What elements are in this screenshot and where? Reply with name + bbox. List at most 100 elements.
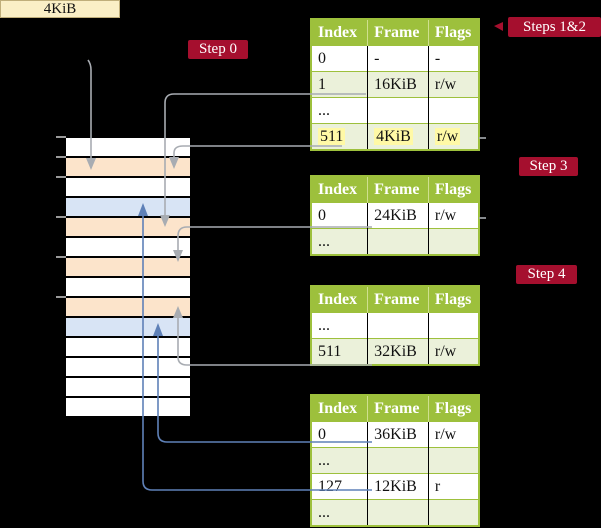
- column-header: Flags: [428, 286, 479, 313]
- table-cell: 16KiB: [367, 71, 429, 98]
- column-header: Flags: [428, 395, 479, 422]
- column-header: Index: [311, 286, 369, 313]
- table-cell: ...: [311, 97, 369, 124]
- cell-text: 16KiB: [374, 75, 417, 93]
- steps12-pointer-stub: [494, 22, 503, 31]
- table-row: ...: [311, 97, 479, 124]
- cell-text: r/w: [434, 75, 457, 93]
- table-row: ...: [311, 499, 479, 526]
- column-header: Frame: [367, 395, 429, 422]
- badge-step-3: Step 3: [519, 157, 578, 176]
- column-header: Frame: [367, 176, 429, 203]
- table-cell: 0: [311, 45, 369, 72]
- cell-text: 511: [318, 127, 346, 145]
- memory-row-free: [66, 398, 190, 416]
- tick-mark: [56, 216, 66, 218]
- cell-text: 36KiB: [374, 425, 417, 443]
- table-cell: [428, 312, 479, 339]
- column-header: Frame: [367, 286, 429, 313]
- table-cell: ...: [311, 499, 369, 526]
- badge-step-3-label: Step 3: [529, 158, 568, 174]
- table-cell: r: [428, 473, 479, 500]
- table-cell: [367, 228, 429, 255]
- cell-text: 0: [318, 425, 326, 443]
- badge-step-4-label: Step 4: [527, 266, 566, 282]
- table-cell: 127: [311, 473, 369, 500]
- tick-mark: [56, 176, 66, 178]
- cell-text: -: [434, 49, 441, 67]
- tick-mark: [56, 296, 66, 298]
- cell-text: r/w: [434, 425, 457, 443]
- table-row: 0 36KiB r/w: [311, 421, 479, 448]
- tick-mark: [56, 156, 66, 158]
- cell-text: ...: [318, 316, 330, 334]
- table-row: ...: [311, 228, 479, 255]
- table-cell: 511: [311, 338, 369, 365]
- tick-mark: [56, 136, 66, 138]
- cell-text: ...: [318, 232, 330, 250]
- column-header: Index: [311, 19, 369, 46]
- memory-row-pagetable: [66, 158, 190, 176]
- frame-size-text: 4KiB: [43, 0, 77, 17]
- table-cell: [428, 228, 479, 255]
- memory-row-free: [66, 358, 190, 376]
- table-row: ...: [311, 447, 479, 474]
- cell-text: ...: [318, 101, 330, 119]
- badge-steps-1-2: Steps 1&2: [508, 17, 601, 37]
- table-cell: r/w: [428, 421, 479, 448]
- table-cell: -: [367, 45, 429, 72]
- column-header: Flags: [428, 176, 479, 203]
- physical-memory-column: [66, 136, 190, 416]
- table-cell: 0: [311, 202, 369, 229]
- table-cell: 32KiB: [367, 338, 429, 365]
- column-header: Flags: [428, 19, 479, 46]
- column-header: Frame: [367, 19, 429, 46]
- cell-text: 24KiB: [374, 206, 417, 224]
- memory-row-pagetable: [66, 298, 190, 316]
- memory-row-free: [66, 278, 190, 296]
- cell-text: 0: [318, 206, 326, 224]
- table-cell: [428, 499, 479, 526]
- table-cell: -: [428, 45, 479, 72]
- cell-text: 32KiB: [374, 342, 417, 360]
- memory-row-free: [66, 178, 190, 196]
- cell-text: 4KiB: [374, 127, 413, 145]
- memory-row-free: [66, 378, 190, 396]
- table-row: 0 24KiB r/w: [311, 202, 479, 229]
- memory-row-free: [66, 138, 190, 156]
- memory-row-pagetable: [66, 258, 190, 276]
- cell-text: 1: [318, 75, 326, 93]
- table-cell: ...: [311, 447, 369, 474]
- tick-mark: [56, 256, 66, 258]
- table-row: 1 16KiB r/w: [311, 71, 479, 98]
- cell-text: r/w: [434, 206, 457, 224]
- cell-text: r/w: [434, 127, 461, 145]
- badge-step-0-label: Step 0: [199, 41, 237, 57]
- cell-text: 127: [318, 477, 342, 495]
- memory-row-data: [66, 198, 190, 216]
- table-cell: 4KiB: [367, 123, 429, 150]
- column-header: Index: [311, 395, 369, 422]
- column-header: Index: [311, 176, 369, 203]
- table-cell: 0: [311, 421, 369, 448]
- badge-step-4: Step 4: [516, 265, 577, 284]
- table-cell: ...: [311, 228, 369, 255]
- memory-row-data: [66, 318, 190, 336]
- table-cell: 1: [311, 71, 369, 98]
- table-cell: [367, 447, 429, 474]
- table-cell: 24KiB: [367, 202, 429, 229]
- cell-text: ...: [318, 451, 330, 469]
- memory-row-free: [66, 338, 190, 356]
- table-cell: [428, 97, 479, 124]
- memory-row-free: [66, 238, 190, 256]
